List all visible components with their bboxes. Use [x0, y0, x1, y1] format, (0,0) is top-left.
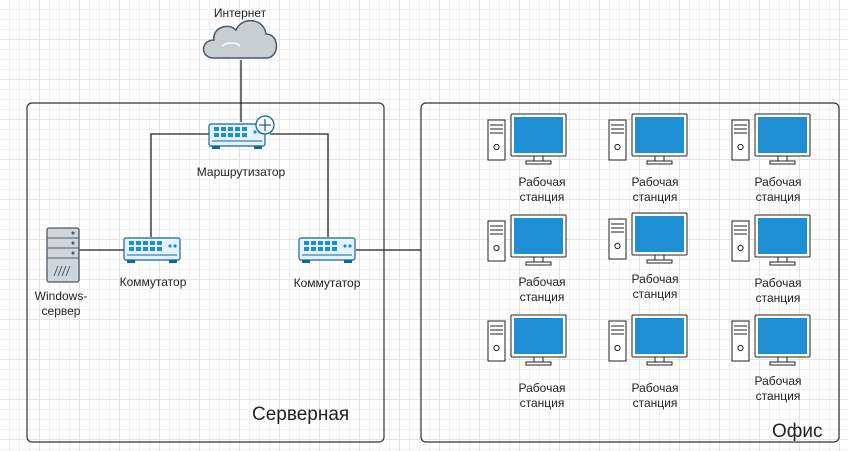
workstation-label-line2: станция: [520, 190, 565, 204]
workstation-label-line1: Рабочая: [519, 275, 566, 289]
workstation-label-line1: Рабочая: [632, 175, 679, 189]
switch-right-label: Коммутатор: [294, 276, 361, 290]
switch-right-icon: [298, 237, 356, 264]
workstation-icon: [487, 214, 567, 266]
workstation-label-line2: станция: [633, 287, 678, 301]
workstation-label-line1: Рабочая: [519, 381, 566, 395]
workstation-label-line1: Рабочая: [755, 374, 802, 388]
workstation-icon: [487, 113, 567, 165]
switch-left-label: Коммутатор: [120, 275, 187, 289]
server-label-line2: сервер: [42, 304, 81, 318]
workstation-label-line1: Рабочая: [632, 381, 679, 395]
cloud-icon: [202, 20, 278, 59]
workstation-2: Рабочая станция: [608, 113, 688, 204]
switch-left-icon: [123, 237, 181, 264]
workstation-label-line1: Рабочая: [632, 272, 679, 286]
router-icon: [208, 115, 275, 150]
workstation-label-line2: станция: [633, 396, 678, 410]
office-label: Офис: [772, 421, 823, 442]
server-label-line1: Windows-: [35, 289, 88, 303]
server-icon: [46, 227, 80, 283]
workstation-7: Рабочая станция: [487, 314, 567, 410]
router-label: Маршрутизатор: [197, 165, 286, 179]
workstation-label-line2: станция: [633, 190, 678, 204]
workstation-icon: [731, 314, 811, 366]
workstation-icon: [731, 113, 811, 165]
workstation-label-line2: станция: [756, 291, 801, 305]
workstation-icon: [487, 314, 567, 366]
workstation-icon: [731, 214, 811, 266]
workstation-icon: [608, 314, 688, 366]
workstation-icon: [608, 212, 688, 264]
workstation-label-line2: станция: [756, 389, 801, 403]
workstation-label-line2: станция: [756, 190, 801, 204]
workstation-label-line2: станция: [520, 290, 565, 304]
workstation-9: Рабочая станция: [731, 314, 811, 403]
server-room-label: Серверная: [252, 404, 349, 425]
router-switch-right-link: [270, 133, 329, 237]
workstation-1: Рабочая станция: [487, 113, 567, 204]
workstation-8: Рабочая станция: [608, 314, 688, 410]
workstation-6: Рабочая станция: [731, 214, 811, 305]
workstation-label-line1: Рабочая: [519, 175, 566, 189]
office-zone: [420, 102, 840, 443]
workstation-label-line1: Рабочая: [755, 175, 802, 189]
workstation-5: Рабочая станция: [608, 212, 688, 301]
workstation-4: Рабочая станция: [487, 214, 567, 304]
internet-label: Интернет: [214, 6, 267, 20]
workstation-3: Рабочая станция: [731, 113, 811, 204]
router-switch-left-link: [150, 133, 209, 237]
workstation-icon: [608, 113, 688, 165]
workstation-label-line1: Рабочая: [755, 276, 802, 290]
server-room-zone: [26, 102, 385, 443]
workstation-label-line2: станция: [520, 396, 565, 410]
